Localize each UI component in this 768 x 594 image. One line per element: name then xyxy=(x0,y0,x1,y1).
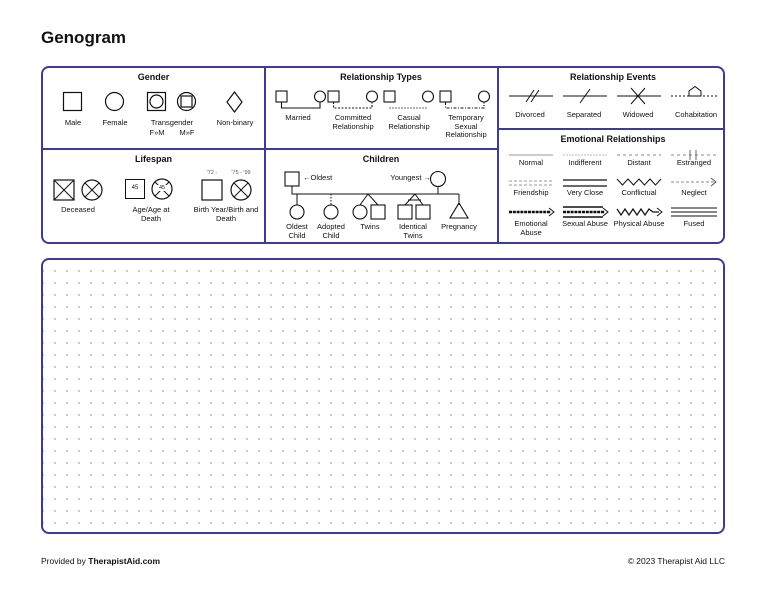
gender-section: Gender Male Female Transgender F»M M»F N… xyxy=(43,68,264,148)
divorced-symbol xyxy=(509,89,553,103)
female-symbol xyxy=(104,91,125,112)
relationship-events-title: Relationship Events xyxy=(569,72,657,82)
footer-copyright: © 2023 Therapist Aid LLC xyxy=(627,556,725,566)
male-label: Male xyxy=(64,118,82,127)
neglect-line xyxy=(671,177,717,187)
provided-by-text: Provided by xyxy=(41,556,86,566)
oldest-child-label: Oldest Child xyxy=(286,222,308,240)
widowed-label: Widowed xyxy=(622,110,654,119)
normal-line xyxy=(509,154,553,156)
transgender-mf-label: M»F xyxy=(179,128,195,137)
age-sample-label: 45 xyxy=(131,185,139,191)
emotional-title: Emotional Relationships xyxy=(560,134,666,144)
friendship-label: Friendship xyxy=(513,188,549,197)
brand-link[interactable]: TherapistAid.com xyxy=(88,556,161,566)
temporary-label: Temporary Sexual Relationship xyxy=(445,113,487,140)
age-deceased-female-symbol: 45 xyxy=(151,178,173,200)
relationship-types-title: Relationship Types xyxy=(340,72,422,82)
casual-symbol xyxy=(383,90,435,109)
committed-label: Committed Relationship xyxy=(332,113,374,131)
transgender-label: Transgender xyxy=(150,118,194,127)
very-close-line xyxy=(563,179,607,187)
divorced-label: Divorced xyxy=(515,110,545,119)
twins-label: Twins xyxy=(360,222,380,231)
deceased-female-symbol xyxy=(81,179,103,201)
male-symbol xyxy=(62,91,83,112)
conflictual-line xyxy=(616,178,662,186)
oldest-arrow-label: ←Oldest xyxy=(303,173,333,182)
birth-death-label: Birth Year/Birth and Death xyxy=(193,205,259,223)
indifferent-label: Indifferent xyxy=(568,158,602,167)
widowed-symbol xyxy=(617,87,661,105)
emotional-abuse-line xyxy=(509,207,555,217)
age-sample-label: 45 xyxy=(153,185,171,192)
identical-twins-label: Identical Twins xyxy=(399,222,427,240)
sexual-abuse-line xyxy=(563,206,609,218)
transgender-mf-symbol xyxy=(176,91,197,112)
divider xyxy=(43,148,498,150)
emotional-abuse-label: Emotional Abuse xyxy=(514,219,548,237)
age-at-death-label: Age/Age at Death xyxy=(132,205,170,223)
transgender-fm-symbol xyxy=(146,91,167,112)
legend-panel: Gender Male Female Transgender F»M M»F N… xyxy=(41,66,725,244)
emotional-relationships-section: Emotional Relationships Normal Indiffere… xyxy=(499,129,723,242)
casual-label: Casual Relationship xyxy=(388,113,430,131)
birth-year-symbol xyxy=(201,179,223,201)
normal-label: Normal xyxy=(518,158,544,167)
gender-title: Gender xyxy=(137,72,170,82)
divider xyxy=(264,68,266,242)
distant-line xyxy=(617,154,661,156)
birth-year-label: '72 - xyxy=(206,170,218,176)
age-male-symbol: 45 xyxy=(125,179,145,199)
youngest-arrow-label: Youngest → xyxy=(390,173,431,182)
physical-abuse-line xyxy=(616,207,663,217)
divider xyxy=(498,128,723,130)
dot-grid-canvas[interactable] xyxy=(41,258,725,534)
friendship-line xyxy=(509,180,553,186)
estranged-line xyxy=(671,150,717,160)
neglect-label: Neglect xyxy=(681,188,707,197)
married-symbol xyxy=(275,90,327,109)
deceased-label: Deceased xyxy=(61,205,95,214)
nonbinary-symbol xyxy=(226,91,243,113)
relationship-types-section: Relationship Types Married Committed Rel… xyxy=(265,68,497,148)
nonbinary-label: Non-binary xyxy=(216,118,254,127)
sexual-abuse-label: Sexual Abuse xyxy=(562,219,608,228)
estranged-label: Estranged xyxy=(676,158,712,167)
pregnancy-label: Pregnancy xyxy=(441,222,477,231)
conflictual-label: Conflictual xyxy=(621,188,657,197)
separated-label: Separated xyxy=(566,110,602,119)
fused-line xyxy=(671,207,717,217)
birth-death-symbol xyxy=(230,179,252,201)
temporary-symbol xyxy=(439,90,491,109)
birth-death-year-label: '75 - '99 xyxy=(231,170,251,176)
very-close-label: Very Close xyxy=(566,188,604,197)
adopted-child-label: Adopted Child xyxy=(317,222,345,240)
divider xyxy=(497,68,499,242)
transgender-fm-label: F»M xyxy=(149,128,165,137)
children-title: Children xyxy=(362,154,400,164)
cohabitation-symbol xyxy=(671,85,719,97)
footer-provided-by: Provided by TherapistAid.com xyxy=(41,556,160,566)
children-section: Children xyxy=(265,150,497,242)
female-label: Female xyxy=(102,118,128,127)
page-title: Genogram xyxy=(41,28,127,47)
indifferent-line xyxy=(563,154,607,156)
lifespan-section: Lifespan 45 45 '72 - '75 - '99 Deceased … xyxy=(43,150,264,242)
fused-label: Fused xyxy=(683,219,705,228)
relationship-events-section: Relationship Events Divorced Separated W… xyxy=(499,68,723,128)
committed-symbol xyxy=(327,90,379,109)
deceased-male-symbol xyxy=(53,179,75,201)
married-label: Married xyxy=(285,113,311,122)
children-tree-diagram xyxy=(284,170,469,220)
lifespan-title: Lifespan xyxy=(134,154,172,164)
distant-label: Distant xyxy=(627,158,651,167)
separated-symbol xyxy=(563,88,607,104)
physical-abuse-label: Physical Abuse xyxy=(613,219,665,228)
cohabitation-label: Cohabitation xyxy=(674,110,718,119)
